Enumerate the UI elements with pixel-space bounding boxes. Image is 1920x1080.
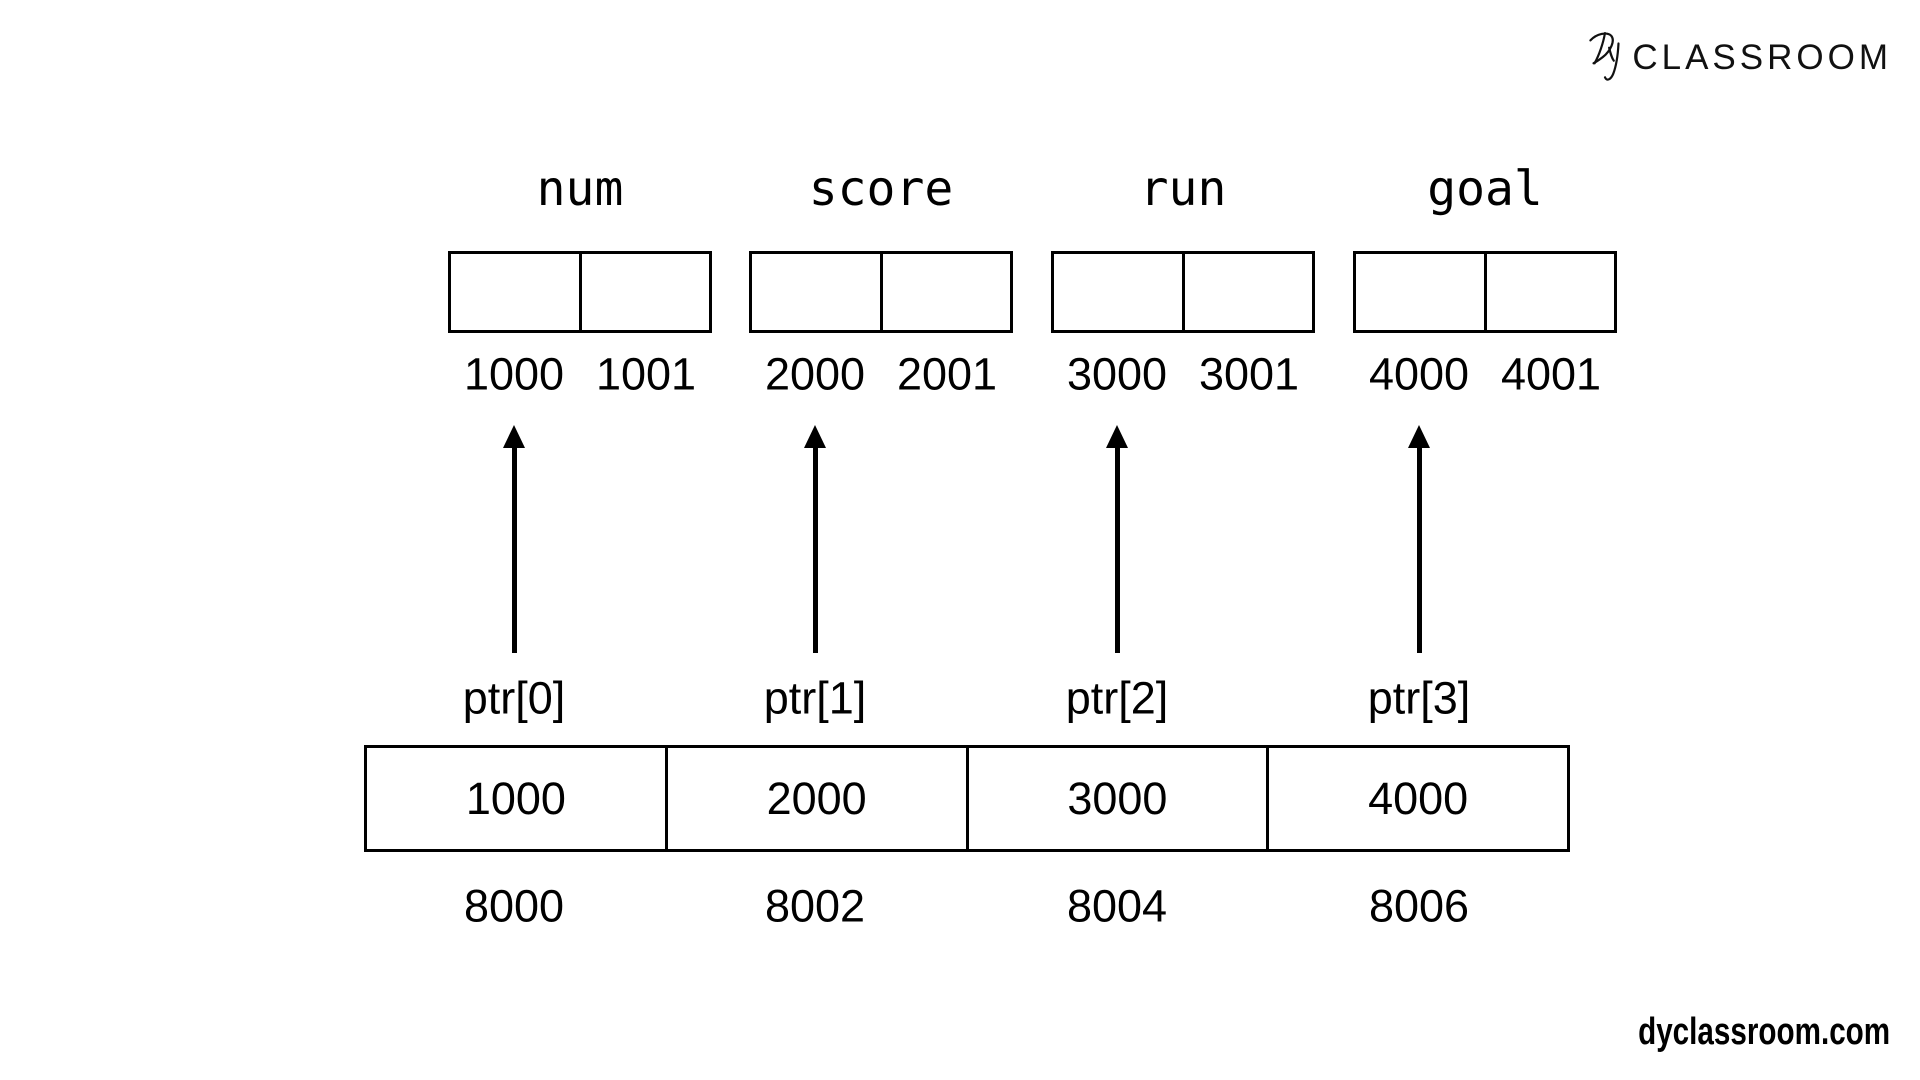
pointer-array-cell: 2000: [664, 748, 966, 849]
variable-name-label: goal: [1427, 161, 1543, 217]
variable-name-label: num: [536, 161, 624, 217]
arrow-head-icon: [804, 425, 826, 448]
byte-address-label: 4000: [1368, 348, 1470, 400]
byte-address-label: 1000: [463, 348, 565, 400]
memory-byte-cell: [879, 254, 1011, 330]
pointer-array-cell: 4000: [1266, 748, 1567, 849]
pointer-element-label: ptr[0]: [462, 672, 566, 724]
arrow-head-icon: [503, 425, 525, 448]
pointer-array-cell: 3000: [965, 748, 1267, 849]
memory-byte-cell: [1181, 254, 1313, 330]
byte-address-label: 2000: [764, 348, 866, 400]
site-name: dyclassroom.com: [1637, 1011, 1890, 1053]
byte-address-label: 4001: [1500, 348, 1602, 400]
memory-byte-cell: [1054, 254, 1182, 330]
dy-script-mark-icon: [1589, 32, 1620, 81]
memory-byte-cell: [1356, 254, 1484, 330]
pointer-element-label: ptr[3]: [1367, 672, 1471, 724]
pointer-array-box: 1000 2000 3000 4000: [364, 745, 1570, 852]
memory-byte-cell: [752, 254, 880, 330]
arrow-shaft: [1416, 445, 1422, 653]
pointer-element-label: ptr[2]: [1065, 672, 1169, 724]
memory-byte-cell: [451, 254, 579, 330]
arrow-shaft: [1114, 445, 1120, 653]
pointer-array-cell: 1000: [465, 773, 566, 824]
variable-memory-box: [448, 251, 712, 333]
byte-address-label: 3001: [1198, 348, 1300, 400]
variable-name-label: score: [808, 161, 954, 217]
array-address-label: 8004: [1066, 880, 1168, 932]
variable-memory-box: [1353, 251, 1617, 333]
byte-address-label: 2001: [896, 348, 998, 400]
array-address-label: 8006: [1368, 880, 1470, 932]
pointer-element-label: ptr[1]: [763, 672, 867, 724]
memory-byte-cell: [1483, 254, 1615, 330]
arrow-head-icon: [1408, 425, 1430, 448]
arrow-shaft: [511, 445, 517, 653]
variable-name-label: run: [1139, 161, 1227, 217]
logo-wordmark: CLASSROOM: [1632, 38, 1892, 77]
arrow-shaft: [812, 445, 818, 653]
memory-byte-cell: [578, 254, 710, 330]
byte-address-label: 3000: [1066, 348, 1168, 400]
arrow-head-icon: [1106, 425, 1128, 448]
variable-memory-box: [749, 251, 1013, 333]
byte-address-label: 1001: [595, 348, 697, 400]
array-address-label: 8000: [463, 880, 565, 932]
variable-memory-box: [1051, 251, 1315, 333]
array-address-label: 8002: [764, 880, 866, 932]
logo: CLASSROOM: [1588, 30, 1892, 82]
